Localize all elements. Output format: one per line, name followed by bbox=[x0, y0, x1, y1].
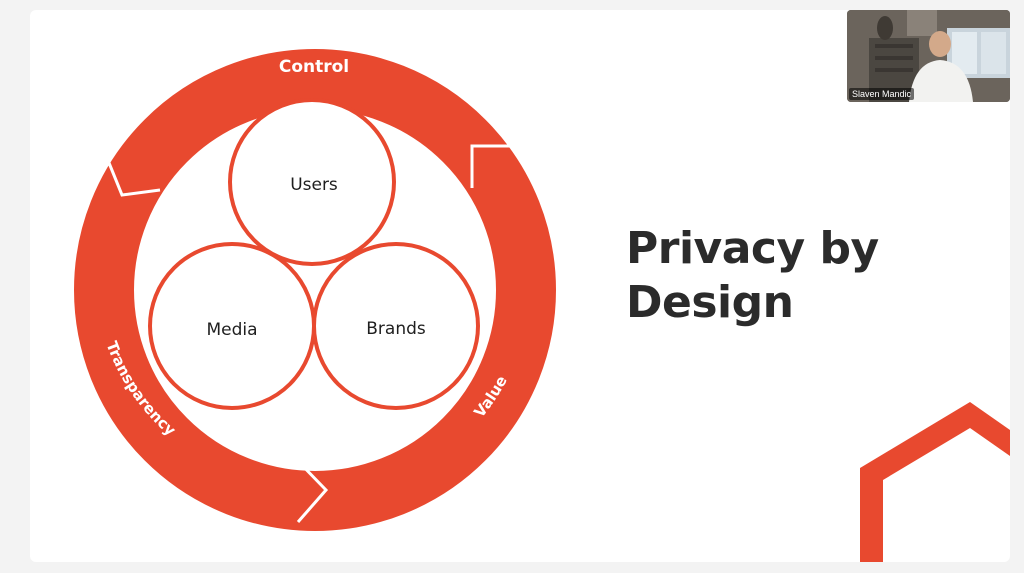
participant-video-tile[interactable]: Slaven Mandic bbox=[847, 10, 1010, 102]
privacy-cycle-diagram: Control Transparency Value Users Media B… bbox=[74, 49, 1010, 562]
slide-title: Privacy by Design bbox=[626, 222, 966, 330]
circle-label-brands: Brands bbox=[366, 319, 426, 339]
ring-arrow-gap-top-right bbox=[470, 144, 522, 188]
ring-arrow-gap-top-left bbox=[103, 152, 161, 197]
circle-brands bbox=[312, 242, 480, 410]
corner-house-decoration bbox=[860, 402, 1010, 562]
webcam-person-video-icon bbox=[847, 10, 1010, 102]
ring-arrow-gap-bottom bbox=[293, 456, 329, 523]
slide-title-line-2: Design bbox=[626, 277, 794, 328]
participant-name-label: Slaven Mandic bbox=[849, 88, 915, 100]
slide-title-line-1: Privacy by bbox=[626, 223, 879, 274]
presentation-slide: Control Transparency Value Users Media B… bbox=[30, 10, 1010, 562]
circle-label-media: Media bbox=[206, 320, 257, 340]
circle-users bbox=[228, 98, 396, 266]
ring-label-control: Control bbox=[279, 57, 349, 77]
circle-label-users: Users bbox=[290, 175, 338, 195]
